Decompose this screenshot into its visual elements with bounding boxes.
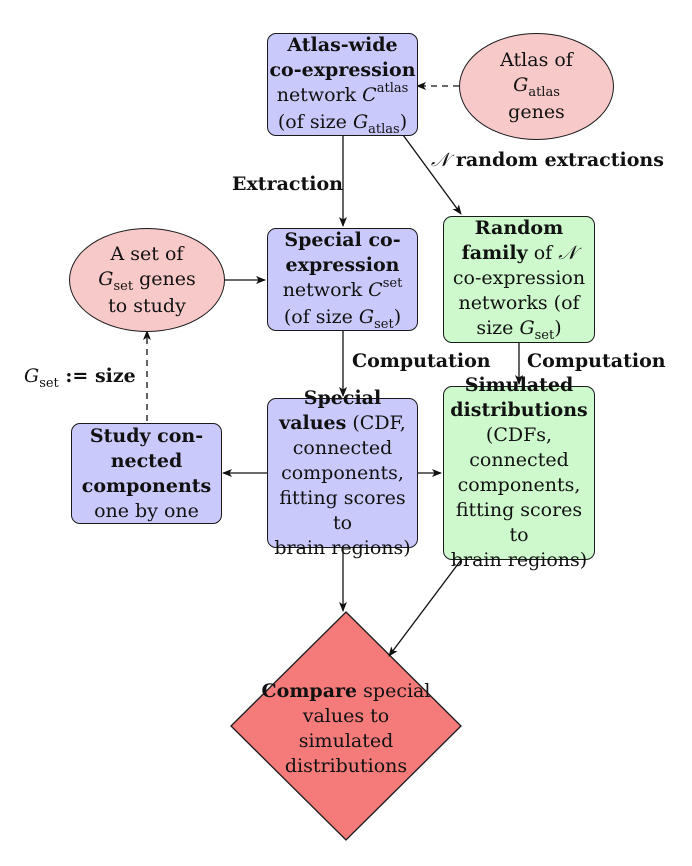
special-values-line-5: fitting scores to <box>279 486 406 534</box>
special-values-line-4: components, <box>281 461 404 484</box>
study-components-line-4: one by one <box>94 499 199 522</box>
random-family-line-2: family of 𝒩 <box>461 242 577 264</box>
gene-set-line-2: Gset genes <box>98 267 196 294</box>
atlas-network-box: Atlas-wide co-expression network Catlas … <box>267 33 418 137</box>
simulated-title-1: Simulated <box>464 374 574 396</box>
compare-text: Compare special values to simulated dist… <box>258 679 434 779</box>
atlas-network-title-1: Atlas-wide <box>287 33 398 56</box>
simulated-line-6: fitting scores to <box>455 499 583 546</box>
label-extraction: Extraction <box>232 173 343 195</box>
atlas-genes-line-1: Atlas of <box>500 49 573 71</box>
special-values-title-1: Special <box>303 386 382 409</box>
special-values-line-2: values (CDF, <box>279 411 406 434</box>
gene-set-oval: A set of Gset genes to study <box>69 228 225 332</box>
special-values-box: Special values (CDF, connected component… <box>267 387 418 559</box>
study-components-box: Study con- nected components one by one <box>71 423 222 524</box>
random-family-box: Random family of 𝒩 co-expression network… <box>443 216 595 343</box>
random-family-line-5: size Gset) <box>476 317 562 343</box>
special-network-box: Special co- expression network Cset (of … <box>267 228 418 332</box>
special-network-title-2: expression <box>285 253 400 276</box>
atlas-genes-line-2: Gatlas <box>513 74 560 100</box>
atlas-genes-oval: Atlas of Gatlas genes <box>459 33 614 140</box>
simulated-line-4: connected <box>469 449 569 471</box>
random-family-line-3: co-expression <box>452 267 586 289</box>
compare-line-1: Compare special <box>261 680 431 702</box>
study-components-title-2: nected <box>110 449 183 472</box>
compare-line-3: distributions <box>284 755 408 777</box>
random-family-line-4: networks (of <box>458 292 580 314</box>
label-computation-left: Computation <box>352 350 491 372</box>
atlas-network-title-2: co-expression <box>269 58 416 81</box>
gene-set-line-1: A set of <box>110 242 184 265</box>
simulated-line-7: brain regions) <box>450 549 588 571</box>
study-components-title-3: components <box>81 474 212 497</box>
special-values-line-6: brain regions) <box>274 536 411 559</box>
simulated-line-5: components, <box>457 474 581 496</box>
study-components-title-1: Study con- <box>89 424 204 447</box>
atlas-network-line-3: network Catlas <box>276 80 409 106</box>
label-random-extractions: 𝒩 random extractions <box>431 149 664 171</box>
arrow-simulated-to-compare <box>388 559 462 657</box>
simulated-line-3: (CDFs, <box>485 424 553 446</box>
atlas-network-line-4: (of size Gatlas) <box>277 110 408 137</box>
special-values-line-3: connected <box>292 436 393 459</box>
special-network-line-4: (of size Gset) <box>283 305 402 332</box>
special-network-line-3: network Cset <box>282 275 403 301</box>
compare-diamond <box>230 611 462 841</box>
atlas-genes-line-3: genes <box>508 101 565 123</box>
gene-set-line-3: to study <box>108 294 186 317</box>
label-size-feedback: Gset := size <box>24 365 136 391</box>
special-network-title-1: Special co- <box>284 228 401 251</box>
simulated-title-2: distributions <box>450 399 588 421</box>
arrow-random-extractions <box>394 123 462 215</box>
simulated-distributions-box: Simulated distributions (CDFs, connected… <box>443 374 595 571</box>
random-family-title-1: Random <box>474 217 564 239</box>
compare-line-2: values to simulated <box>298 705 394 752</box>
label-computation-right: Computation <box>527 350 666 372</box>
